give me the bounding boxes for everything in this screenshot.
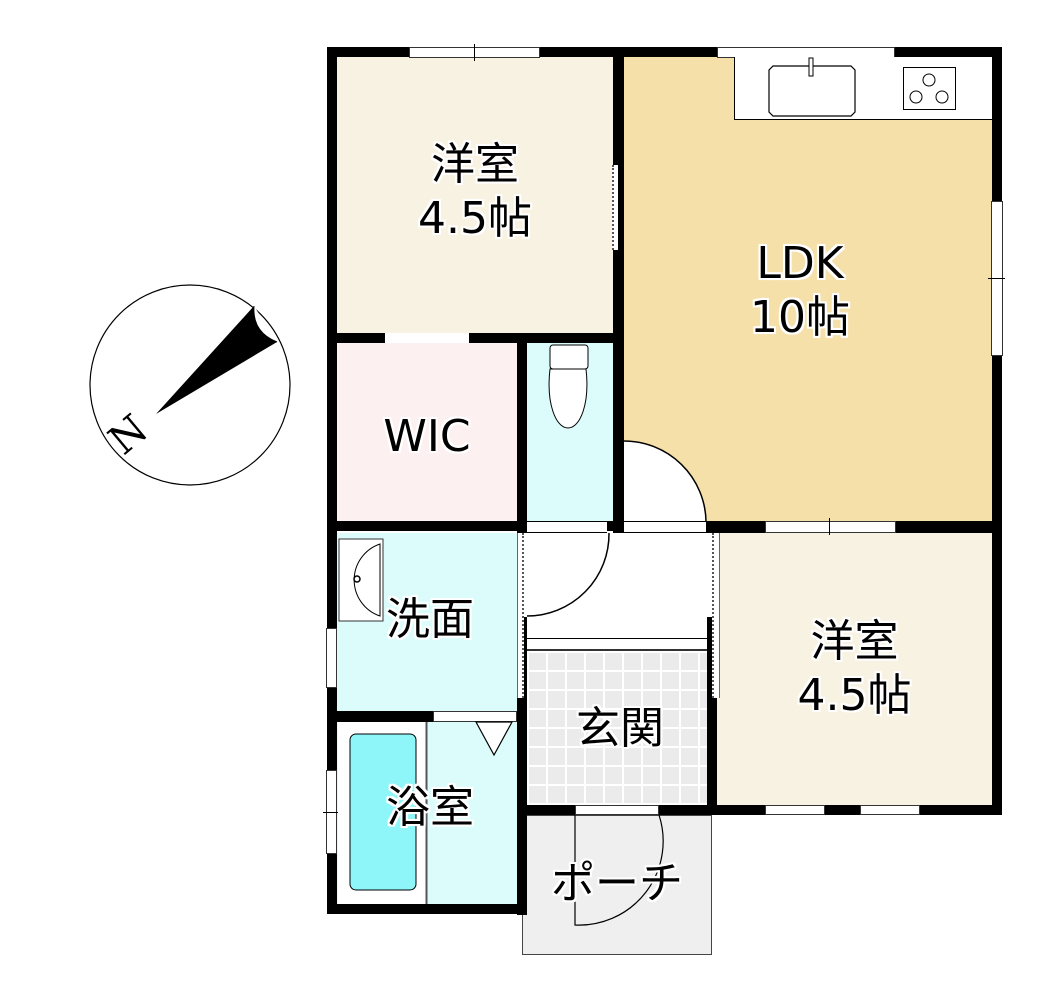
window [860,805,920,815]
room-name: 洗面 [386,594,474,645]
room-name: WIC [383,411,471,462]
window-mullion [829,518,830,535]
room-label-entrance: 玄関 [527,707,713,751]
wall [327,47,337,914]
sliding-door [612,165,618,250]
door-opening [575,805,659,815]
room-name: LDK [756,238,844,289]
wall [707,617,717,815]
compass: N [89,284,291,486]
room-name: 洋室 [810,616,899,667]
window [765,521,896,533]
door-opening [433,711,517,722]
room-hall [527,533,713,638]
room-ldk [624,57,992,522]
stove-icon [903,67,956,110]
wall [327,521,623,531]
room-size: 4.5帖 [797,670,912,721]
room-porch [522,815,712,955]
entrance-step [527,638,713,651]
window [765,805,825,815]
room-name: 洋室 [431,139,519,190]
wall [517,617,527,915]
room-name: 玄関 [576,703,664,754]
room-label-bathroom: 浴室 [340,786,520,830]
sliding-door [712,533,720,698]
wall [327,333,623,343]
room-label-porch: ポーチ [522,862,712,906]
room-label-bedroom-se: 洋室 4.5帖 [717,620,992,718]
toilet-icon [548,344,589,429]
wall [517,333,527,533]
window [326,628,337,688]
room-name: ポーチ [551,858,683,909]
door-opening [385,333,469,343]
wall [327,47,1002,57]
room-name: 浴室 [386,782,474,833]
window-mullion [474,44,475,61]
wall [327,711,523,722]
room-label-ldk: LDK 10帖 [700,242,900,340]
kitchen-sink-icon [768,57,856,117]
room-bedroom-nw [337,57,613,333]
sliding-door [517,533,524,698]
wall [613,47,624,533]
room-label-wic: WIC [337,415,517,459]
room-label-bedroom-nw: 洋室 4.5帖 [337,143,613,241]
door-opening [624,521,706,533]
wall [327,904,527,914]
room-wic [337,343,517,523]
room-size: 4.5帖 [418,193,532,244]
room-label-washroom: 洗面 [345,598,515,642]
wall [517,805,1002,815]
window-mullion [323,812,340,813]
north-arrow-icon [89,284,291,486]
room-bedroom-se [717,533,992,805]
room-size: 10帖 [750,292,850,343]
bathtub-icon [338,722,427,904]
window-mullion [988,278,1005,279]
door-opening [527,521,607,533]
wall [992,47,1002,815]
wash-basin-icon [338,538,384,622]
room-entrance [527,651,713,806]
